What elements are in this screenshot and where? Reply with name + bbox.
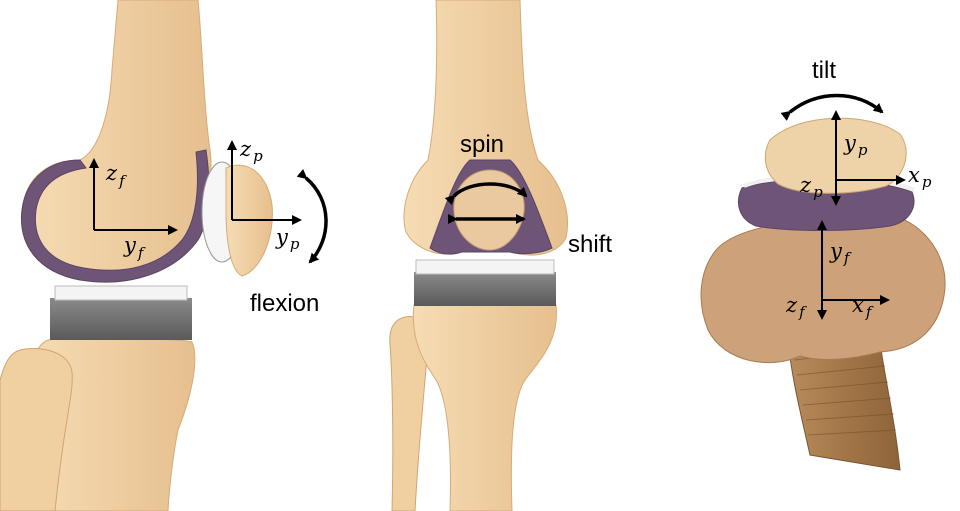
anterior-view-panel: spin shift <box>390 0 613 511</box>
flexion-arrow <box>306 178 326 262</box>
tilt-arrow <box>790 96 882 113</box>
femur-condyles <box>701 217 945 363</box>
flexion-label: flexion <box>250 290 319 317</box>
femur-bone <box>21 0 211 278</box>
tilt-label: tilt <box>812 57 836 84</box>
shift-label: shift <box>568 231 612 258</box>
tibia-bone <box>413 305 556 511</box>
tibial-tray <box>55 286 187 300</box>
tibial-tray <box>416 260 554 274</box>
tibial-spacer <box>50 298 192 340</box>
tibial-spacer <box>414 272 556 306</box>
spin-label: spin <box>460 131 504 158</box>
